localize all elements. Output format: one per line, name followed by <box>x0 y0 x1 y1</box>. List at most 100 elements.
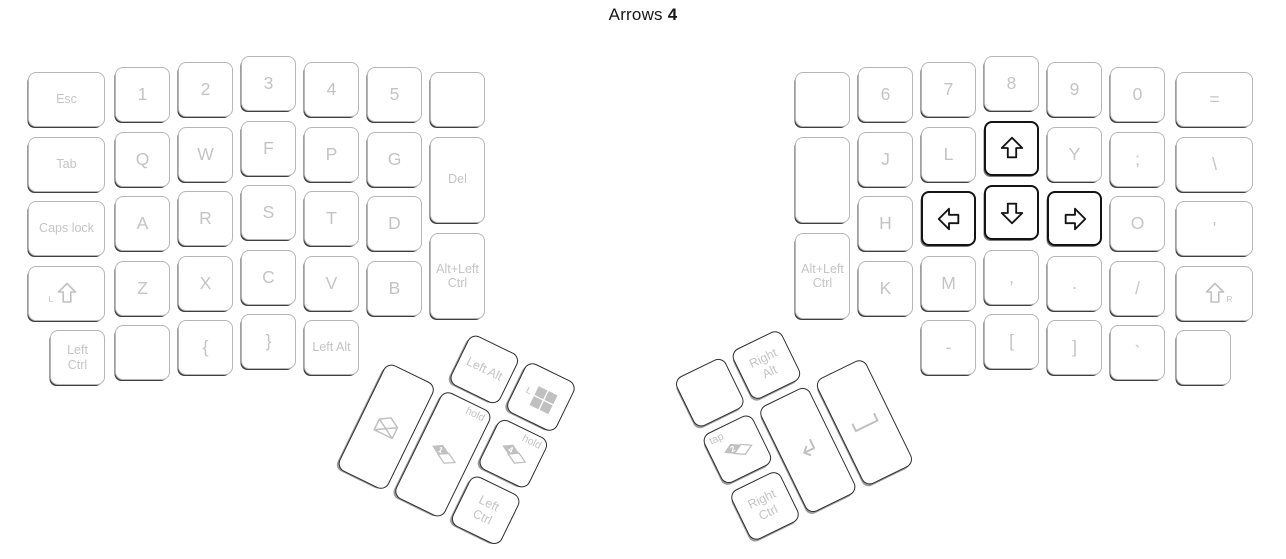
key-arrow-right <box>1047 191 1102 246</box>
key-backtick: ` <box>1110 325 1165 380</box>
key-s: S <box>241 185 296 240</box>
key-a: A <box>115 196 170 251</box>
key-0: 0 <box>1110 67 1165 122</box>
key-w: W <box>178 126 233 182</box>
key-label: ' <box>1212 218 1217 239</box>
key-b: B <box>367 260 422 316</box>
key-h: H <box>858 196 913 251</box>
shift-icon: R <box>1200 279 1233 307</box>
key-label: Q <box>135 148 150 169</box>
key-2: 2 <box>178 62 233 117</box>
key-del: Del <box>430 136 485 223</box>
key-label: G <box>387 148 402 169</box>
key-label: 2 <box>200 79 211 100</box>
key-8: 8 <box>984 56 1039 111</box>
key-thumb-envelope-x <box>335 361 437 492</box>
key-3: 3 <box>241 56 296 111</box>
key-label: X <box>199 272 212 293</box>
key-1: 1 <box>115 67 170 122</box>
key-label: Right Ctrl <box>745 486 780 523</box>
key-open-bracket: [ <box>984 314 1039 369</box>
key-p: P <box>304 126 359 182</box>
shift-side-label: R <box>1226 294 1233 304</box>
space-icon <box>845 407 883 438</box>
key-label: Caps lock <box>39 221 94 236</box>
key-close-bracket: ] <box>1047 320 1102 375</box>
key-thumb-right-ctrl: Right Ctrl <box>728 469 802 543</box>
key-label: K <box>879 277 892 298</box>
key-period: . <box>1047 255 1102 311</box>
page-title: Arrows 4 <box>0 5 1286 25</box>
svg-text:1: 1 <box>436 445 444 455</box>
layer-4-icon: 4 <box>491 433 536 474</box>
key-label: C <box>262 266 275 287</box>
key-backslash: \ <box>1176 136 1253 192</box>
key-x: X <box>178 255 233 311</box>
svg-text:4: 4 <box>506 444 514 454</box>
key-equals: = <box>1176 72 1253 127</box>
key-label: Right Alt <box>746 345 780 381</box>
key-label: . <box>1072 272 1077 293</box>
key-label: { <box>202 337 209 358</box>
key-slash: / <box>1110 260 1165 316</box>
key-left-shift: L <box>28 265 105 321</box>
key-label: Alt+Left Ctrl <box>801 261 844 291</box>
key-thumb-left-win: L <box>504 360 578 434</box>
key-apostrophe: ' <box>1176 201 1253 256</box>
svg-text:2: 2 <box>728 444 736 454</box>
key-alt-left-ctrl: Alt+Left Ctrl <box>430 233 485 320</box>
arrow-right-icon <box>1061 205 1089 233</box>
key-label: Z <box>137 277 148 298</box>
key-k: K <box>858 260 913 316</box>
key-comma: , <box>984 249 1039 305</box>
key-label: = <box>1209 89 1220 110</box>
key-label: D <box>388 213 401 234</box>
key-blank-top <box>430 72 485 127</box>
key-label: A <box>136 213 149 234</box>
key-label: Del <box>448 172 467 187</box>
key-r: R <box>178 191 233 246</box>
key-m: M <box>921 255 976 311</box>
key-label: F <box>263 137 274 158</box>
key-d: D <box>367 196 422 251</box>
envelope-x-icon <box>365 406 407 447</box>
key-label: 1 <box>137 84 148 105</box>
key-label: [ <box>1009 331 1014 352</box>
shift-icon: L <box>48 279 82 307</box>
key-label: W <box>197 143 214 164</box>
windows-logo-icon: L <box>521 378 561 416</box>
key-label: 3 <box>263 73 274 94</box>
key-j: J <box>858 131 913 187</box>
key-label: 9 <box>1069 79 1080 100</box>
key-label: R <box>199 208 212 229</box>
key-close-brace: } <box>241 314 296 369</box>
key-label: M <box>941 272 956 293</box>
key-g: G <box>367 131 422 187</box>
key-blank-bottom <box>1176 330 1231 385</box>
arrow-up-icon <box>998 134 1026 162</box>
key-left-alt: Left Alt <box>304 320 359 375</box>
key-label: Left Alt <box>312 340 351 355</box>
key-label: 6 <box>880 84 891 105</box>
key-arrow-up <box>984 120 1039 176</box>
arrow-left-icon <box>935 205 963 233</box>
key-label: 4 <box>326 79 337 100</box>
key-q: Q <box>115 131 170 187</box>
key-label: ] <box>1072 337 1077 358</box>
layer-1-icon: 1 <box>421 434 466 475</box>
shift-side-label: L <box>48 294 54 304</box>
key-label: 8 <box>1006 73 1017 94</box>
key-c: C <box>241 249 296 305</box>
key-thumb-left-ctrl: Left Ctrl <box>448 473 523 548</box>
key-label: V <box>325 272 338 293</box>
key-semicolon: ; <box>1110 131 1165 187</box>
key-label: T <box>326 208 337 229</box>
key-esc: Esc <box>28 72 105 127</box>
key-t: T <box>304 191 359 246</box>
key-label: L <box>943 143 954 164</box>
